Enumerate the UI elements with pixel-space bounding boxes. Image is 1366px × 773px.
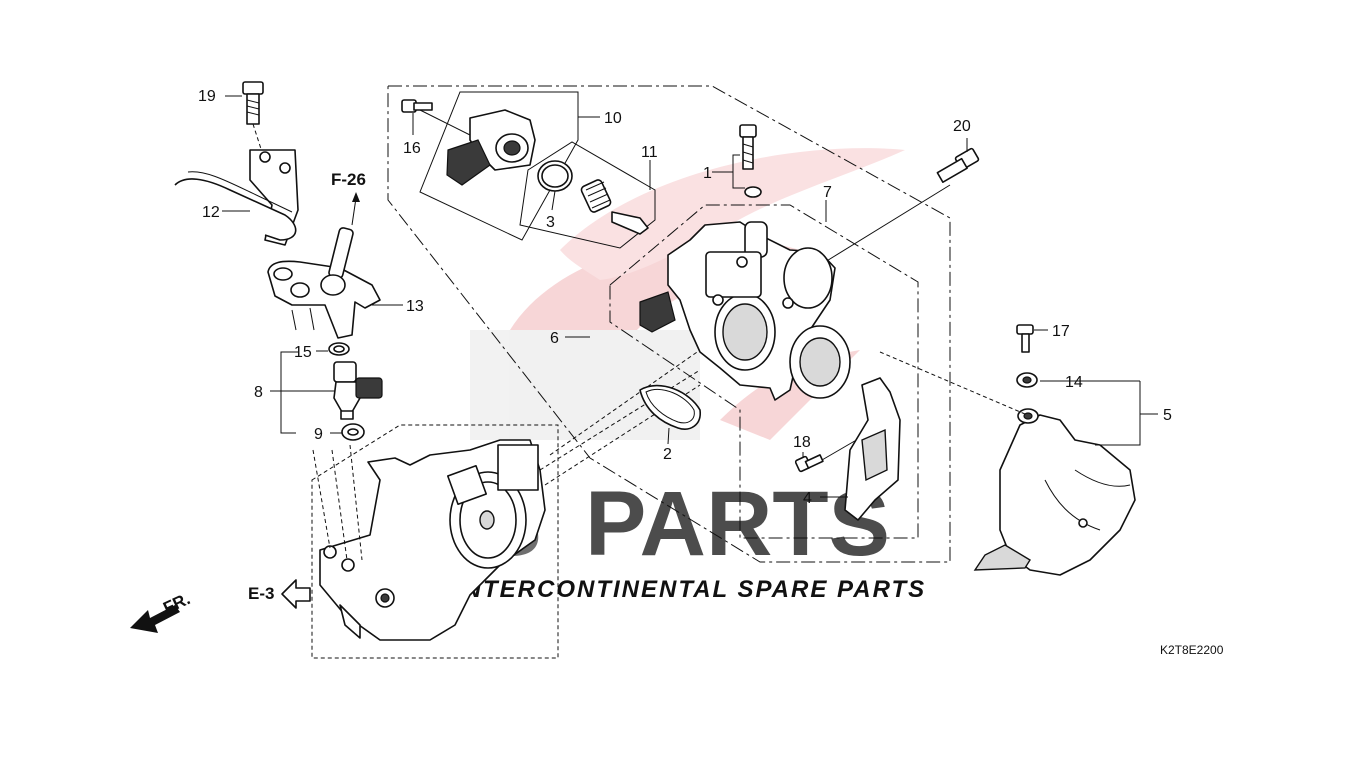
o-ring-15 — [316, 342, 350, 356]
arrow-up-icon — [351, 192, 360, 226]
callout-13: 13 — [406, 298, 424, 315]
callout-18: 18 — [793, 434, 811, 451]
assembly-outlines — [311, 85, 951, 659]
callout-6: 6 — [550, 330, 559, 347]
callout-7: 7 — [823, 184, 832, 201]
spring-11 — [580, 160, 651, 235]
sensor-10 — [446, 109, 600, 186]
seal-9 — [330, 423, 365, 441]
watermark-tagline: INTERCONTINENTAL SPARE PARTS — [455, 576, 926, 603]
callout-16: 16 — [403, 140, 421, 157]
bolt-20 — [824, 138, 980, 263]
callout-1: 1 — [703, 165, 712, 182]
bolt-19 — [225, 81, 264, 153]
callout-10: 10 — [604, 110, 622, 127]
throttle-body-7 — [639, 200, 851, 401]
callout-3: 3 — [546, 214, 555, 231]
callout-4: 4 — [803, 490, 812, 507]
screw-16 — [401, 99, 471, 136]
callout-14: 14 — [1065, 374, 1083, 391]
front-direction-icon — [130, 605, 180, 633]
callout-9: 9 — [314, 426, 323, 443]
watermark-brand-b: PARTS — [585, 473, 890, 575]
drawing-code: K2T8E2200 — [1160, 643, 1224, 657]
ref-f26: F-26 — [331, 170, 366, 189]
shield-5 — [973, 380, 1158, 576]
screw-17 — [1016, 324, 1048, 353]
callout-19: 19 — [198, 88, 216, 105]
intake-manifold — [312, 439, 546, 641]
screw-18 — [794, 434, 866, 473]
callout-2: 2 — [663, 446, 672, 463]
cover-4 — [820, 377, 901, 521]
callout-5: 5 — [1163, 407, 1172, 424]
bracket-12 — [174, 149, 299, 246]
callout-8: 8 — [254, 384, 263, 401]
callout-11: 11 — [641, 144, 658, 161]
arrow-left-icon — [281, 579, 311, 609]
o-ring-3 — [537, 160, 573, 211]
joint-13 — [267, 227, 403, 339]
ref-e3: E-3 — [248, 584, 274, 603]
washer-14 — [1016, 372, 1060, 388]
callout-15: 15 — [294, 344, 312, 361]
callout-12: 12 — [202, 204, 220, 221]
gasket-2 — [639, 384, 701, 445]
callout-20: 20 — [953, 118, 971, 135]
callout-17: 17 — [1052, 323, 1070, 340]
screw-1 — [712, 124, 762, 198]
injector-8 — [270, 361, 383, 420]
